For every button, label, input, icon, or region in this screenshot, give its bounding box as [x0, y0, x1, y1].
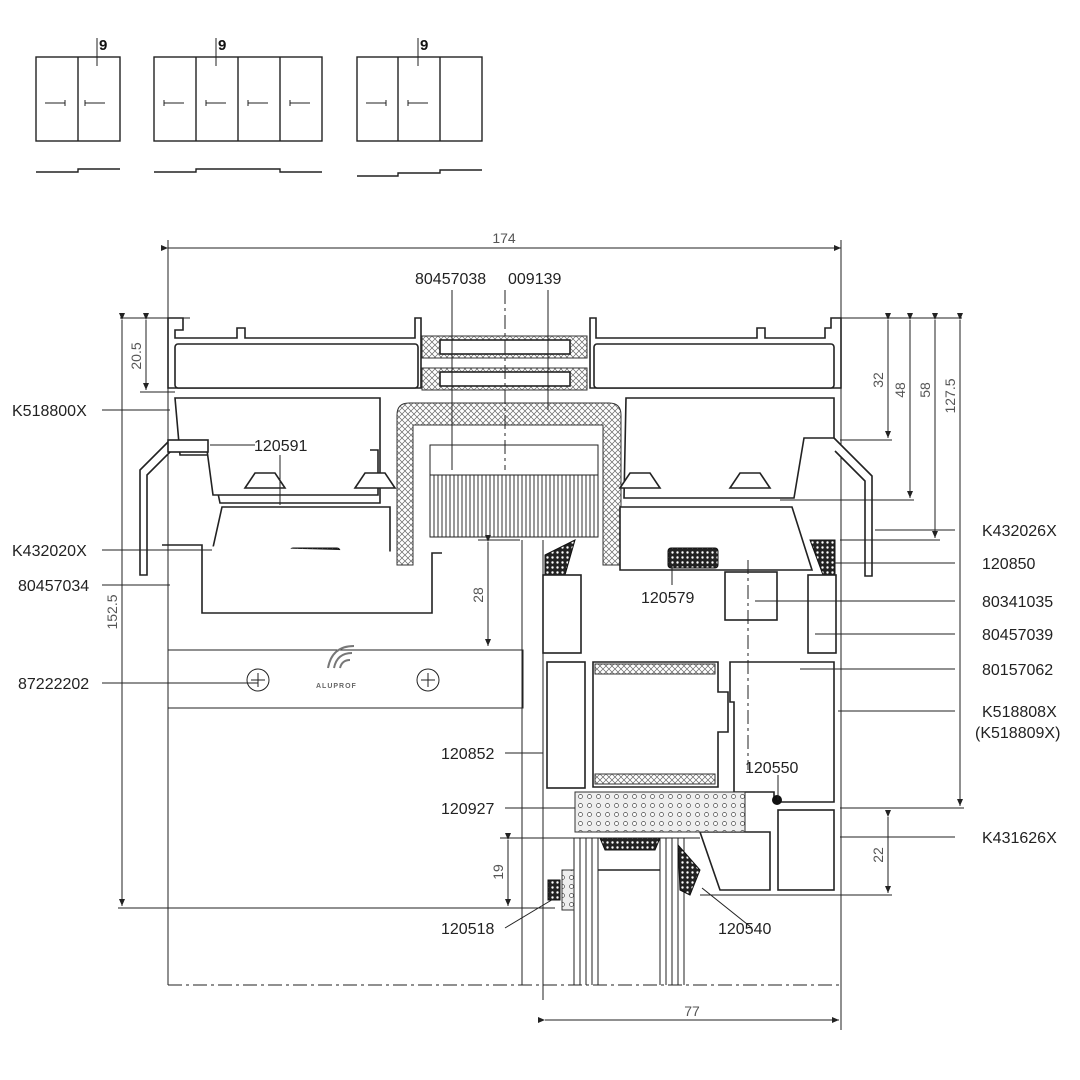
part-label-80157062: 80157062 [982, 662, 1053, 679]
part-label-K518809X: (K518809X) [975, 725, 1060, 742]
part-label-80341035: 80341035 [982, 594, 1053, 611]
scheme-label: 9 [99, 37, 107, 54]
dim-127-5: 127.5 [942, 378, 958, 413]
dim-152-5: 152.5 [104, 594, 120, 629]
dim-48: 48 [892, 382, 908, 398]
svg-text:ALUPROF: ALUPROF [316, 683, 357, 690]
scheme-label: 9 [420, 37, 428, 54]
dim-28: 28 [470, 587, 486, 603]
section-drawing: ALUPROF 174 77 20.5 152.5 28 19 32 48 [12, 230, 1060, 1030]
opening-scheme-4-panel: 9 [153, 37, 323, 173]
part-label-120852: 120852 [441, 746, 494, 763]
dim-overall-width: 174 [492, 230, 516, 246]
part-label-120550: 120550 [745, 760, 798, 777]
part-label-80457039: 80457039 [982, 627, 1053, 644]
screw-icon [416, 668, 440, 692]
part-label-120540: 120540 [718, 921, 771, 938]
dim-19: 19 [490, 864, 506, 880]
part-label-K518800X: K518800X [12, 403, 87, 420]
part-label-120579: 120579 [641, 590, 694, 607]
part-label-120591: 120591 [254, 438, 307, 455]
part-label-87222202: 87222202 [18, 676, 89, 693]
part-label-120850: 120850 [982, 556, 1035, 573]
screw-icon [246, 668, 270, 692]
part-label-120518: 120518 [441, 921, 494, 938]
part-label-K432026X: K432026X [982, 523, 1057, 540]
opening-scheme-2-panel: 9 [35, 37, 121, 173]
part-label-K431626X: K431626X [982, 830, 1057, 847]
dim-32: 32 [870, 372, 886, 388]
dim-22: 22 [870, 847, 886, 863]
part-label-K518808X: K518808X [982, 704, 1057, 721]
dim-bottom-width: 77 [684, 1003, 700, 1019]
part-label-80457038: 80457038 [415, 271, 486, 288]
opening-scheme-3-panel: 9 [356, 37, 483, 177]
part-label-009139: 009139 [508, 271, 561, 288]
scheme-label: 9 [218, 37, 226, 54]
aluprof-logo: ALUPROF [316, 645, 357, 690]
dim-20-5: 20.5 [128, 342, 144, 369]
part-label-80457034: 80457034 [18, 578, 89, 595]
part-label-120927: 120927 [441, 801, 494, 818]
glass-pane [573, 838, 685, 985]
dim-58: 58 [917, 382, 933, 398]
part-label-K432020X: K432020X [12, 543, 87, 560]
